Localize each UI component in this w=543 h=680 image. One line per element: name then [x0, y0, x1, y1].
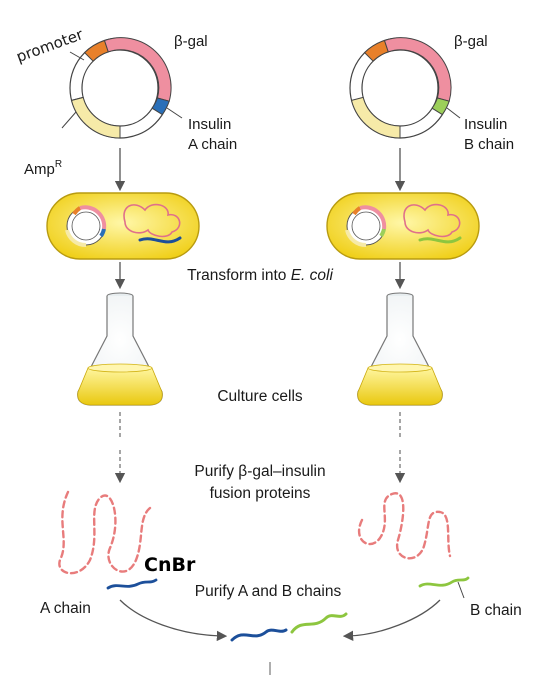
- a-chain-label: A chain: [40, 600, 91, 617]
- ecoli-cell-a: [46, 192, 200, 260]
- beta-gal-label-a: β-gal: [174, 33, 208, 50]
- b-chain-strand: [418, 576, 470, 588]
- amp-segment-b: [350, 96, 401, 139]
- cnbr-label: CnBr: [144, 554, 196, 576]
- amp-label-base: Amp: [24, 161, 55, 178]
- fusion-protein-b: [357, 492, 452, 560]
- converge-arrow-a: [119, 599, 228, 642]
- transform-organism: E. coli: [290, 267, 333, 284]
- plasmid-a: [61, 37, 183, 139]
- a-chain-plasmid-label: A chain: [188, 136, 238, 153]
- amp-label-superscript: R: [54, 159, 63, 170]
- b-chain-label: B chain: [470, 602, 522, 619]
- culture-flask-b: [357, 292, 443, 406]
- beta-gal-label-b: β-gal: [454, 33, 488, 50]
- converge-arrow-b: [342, 599, 441, 642]
- transform-step-label: Transform into E. coli: [160, 266, 360, 286]
- culture-step-label: Culture cells: [217, 388, 303, 405]
- fusion-protein-a: [58, 490, 152, 575]
- plasmid-b: [349, 37, 461, 139]
- combined-a-strand: [230, 628, 288, 642]
- purify-chains-label: Purify A and B chains: [194, 583, 342, 600]
- amp-label: AmpR: [24, 159, 63, 180]
- transform-prefix: Transform into: [187, 267, 287, 284]
- b-chain-plasmid-label: B chain: [464, 136, 515, 153]
- purify-fusion-line1: Purify β-gal–insulin: [194, 463, 326, 480]
- culture-flask-a: [77, 292, 163, 406]
- insulin-a-segment: [151, 97, 170, 116]
- purify-fusion-line2: fusion proteins: [209, 485, 311, 502]
- combined-b-strand: [290, 612, 348, 634]
- insulin-label-a: Insulin: [188, 116, 232, 133]
- a-chain-strand: [106, 578, 158, 590]
- insulin-b-segment: [431, 97, 450, 116]
- insulin-label-b: Insulin: [464, 116, 508, 133]
- ecoli-cell-b: [326, 192, 480, 260]
